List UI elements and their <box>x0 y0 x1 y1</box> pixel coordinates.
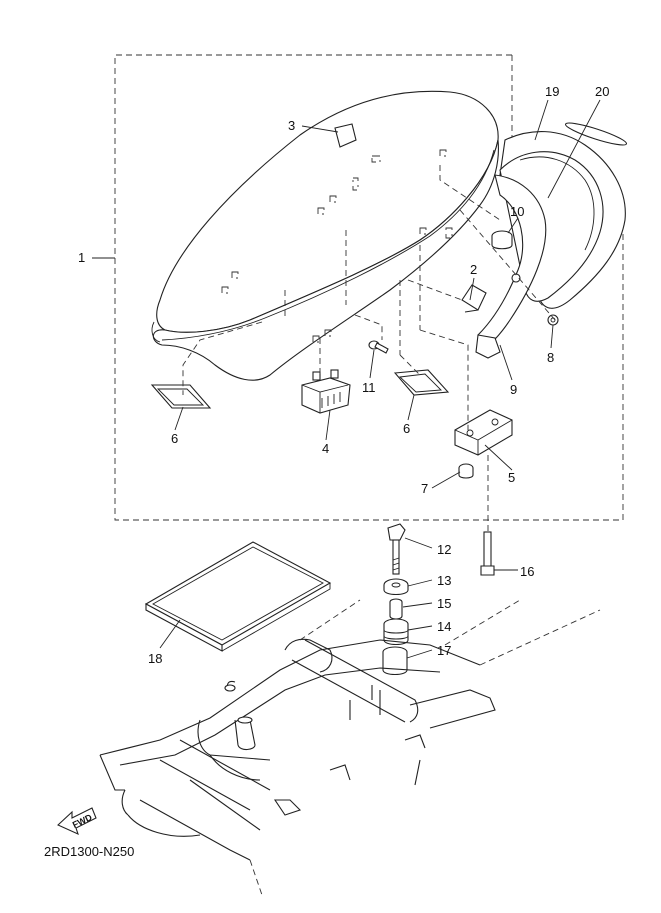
callout-10: 10 <box>510 204 524 219</box>
collar <box>389 598 403 620</box>
bolt-16 <box>480 531 495 576</box>
callout-2: 2 <box>470 262 477 277</box>
seat-emblem <box>334 123 357 148</box>
callout-17: 17 <box>437 643 451 658</box>
callout-14: 14 <box>437 619 451 634</box>
callout-13: 13 <box>437 573 451 588</box>
callout-labels: 1 2 3 4 5 6 6 7 8 9 10 11 12 13 14 15 16… <box>78 84 609 666</box>
frame <box>99 599 601 896</box>
callout-11: 11 <box>362 380 376 395</box>
callout-5: 5 <box>508 470 515 485</box>
callout-16: 16 <box>520 564 534 579</box>
callout-18: 18 <box>148 651 162 666</box>
clip <box>461 284 487 313</box>
callout-12: 12 <box>437 542 451 557</box>
owners-manual <box>144 541 332 652</box>
leader-lines <box>92 99 601 659</box>
callout-6-left: 6 <box>171 431 178 446</box>
callout-4: 4 <box>322 441 329 456</box>
callout-19: 19 <box>545 84 559 99</box>
damper <box>491 230 513 250</box>
rubber-damper <box>383 618 409 646</box>
bolt-12 <box>387 523 406 575</box>
callout-1: 1 <box>78 250 85 265</box>
spacer <box>382 646 408 676</box>
rear-cover-bracket <box>475 174 547 359</box>
grommet <box>458 463 474 479</box>
seat-lock-bracket <box>454 409 513 456</box>
callout-20: 20 <box>595 84 609 99</box>
drawing-code: 2RD1300-N250 <box>44 844 134 859</box>
callout-15: 15 <box>437 596 451 611</box>
seat-holes <box>221 149 453 343</box>
callout-8: 8 <box>547 350 554 365</box>
seat <box>151 90 499 381</box>
seat-pad-right <box>393 369 450 396</box>
callout-6-right: 6 <box>403 421 410 436</box>
seat-pad-left <box>150 384 212 409</box>
callout-9: 9 <box>510 382 517 397</box>
fwd-arrow-icon: FWD <box>57 807 97 836</box>
callout-7: 7 <box>421 481 428 496</box>
assembly-boundary <box>114 54 624 521</box>
callout-3: 3 <box>288 118 295 133</box>
seat-hook-block <box>301 369 351 414</box>
nut <box>511 273 559 326</box>
bolt-11 <box>368 340 389 354</box>
washer <box>383 578 409 596</box>
